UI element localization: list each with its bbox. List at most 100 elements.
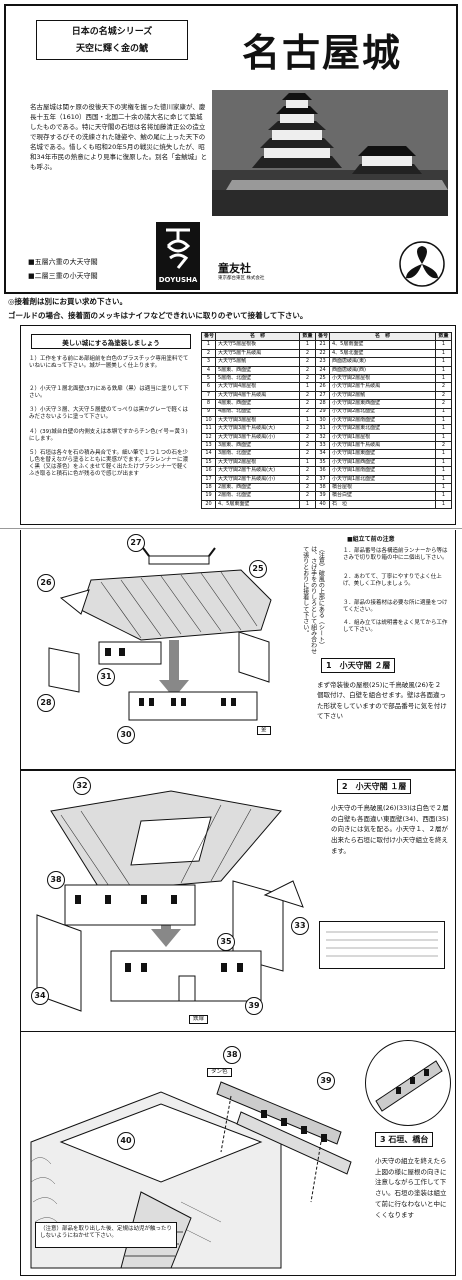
table-cell: 小天守閣2層千鳥破風 [329, 382, 436, 392]
part-label: 38 [223, 1046, 241, 1064]
table-cell: 2 [299, 390, 316, 401]
table-cell: 6 [201, 382, 216, 392]
header-panel: 日本の名城シリーズ 天空に輝く金の鯱 名古屋城 名古屋城は [4, 4, 458, 294]
step2-panel: 32 38 33 35 34 39 鉄扉 2 小天守閣 １層 小天守の千鳥破風(… [20, 770, 456, 1032]
step-number: 1 [326, 661, 332, 670]
table-cell: 18 [201, 483, 216, 493]
parts-table-column-header: 名 称 [329, 331, 436, 342]
table-cell: 1 [435, 432, 452, 443]
table-cell: 小天守閣2層屋根 [329, 373, 436, 384]
table-cell: 大天守5層千鳥破風 [215, 348, 300, 359]
table-cell: 27 [315, 390, 330, 401]
table-cell: 2 [299, 466, 316, 476]
step1-panel: 27 25 26 31 28 30 金 （注意）破風の上部にある（シート）は、さ… [20, 530, 456, 770]
table-cell: 5 [201, 373, 216, 384]
table-cell: 2 [299, 348, 316, 359]
table-cell: 小天守閣2層北面壁 [329, 407, 436, 417]
table-cell: 小天守閣1層千鳥破風 [329, 441, 436, 451]
paint-title-box: 美しい城にする為塗装しましょう [31, 334, 191, 349]
table-cell: 5層南、北面壁 [215, 373, 300, 384]
paint-item: ２）小天守１層北面壁(37)にある鉄扉（黒）は適当に塗りして下さい。 [29, 386, 189, 400]
part-label: 32 [73, 777, 91, 795]
table-cell: 大天守閣2層千鳥破風(小) [215, 474, 300, 485]
table-cell: 33 [315, 441, 330, 451]
precaution-item: ３．部品の接着材は必要な所に適量をつけてください。 [343, 600, 448, 614]
table-cell: 12 [201, 432, 216, 443]
step-label: 小天守閣 １層 [355, 782, 407, 791]
table-cell: 2 [299, 432, 316, 443]
table-cell: 2 [201, 348, 216, 359]
part-label: 33 [291, 917, 309, 935]
table-cell: 1 [299, 457, 316, 468]
company-name: 童友社 [218, 262, 251, 275]
table-cell: 1 [435, 424, 452, 434]
castle-name: 名古屋城 [242, 30, 403, 75]
gold-label: 金 [257, 726, 271, 736]
step3-panel: 40 38 39 タン色 3 石垣、橋台 小天守の組立を終えたら上図の様に屋根の… [20, 1032, 456, 1276]
table-cell: 2 [299, 491, 316, 501]
table-cell: 31 [315, 424, 330, 434]
detail-zoom-icon [375, 1060, 443, 1112]
table-cell: 橋台屋根 [329, 483, 436, 493]
part-label: 28 [37, 694, 55, 712]
part-label: 40 [117, 1132, 135, 1150]
precaution-item: １．部品番号は各構造前ランナーから等はさみで切り取り箱の中に二個出し下さい。 [343, 548, 448, 562]
table-cell: 11 [201, 424, 216, 434]
table-cell: 小天守閣1層屋根 [329, 432, 436, 443]
table-cell: 13 [201, 441, 216, 451]
logo-text: DOYUSHA [158, 276, 198, 284]
table-cell: 2 [299, 407, 316, 417]
step1-title: 1 小天守閣 ２層 [321, 658, 396, 673]
table-cell: 4、5層南面壁 [329, 340, 436, 350]
table-cell: 大天守閣2層千鳥破風(大) [215, 466, 300, 476]
series-title-box: 日本の名城シリーズ 天空に輝く金の鯱 [36, 20, 188, 60]
table-cell: 小天守閣2層東北面壁 [329, 424, 436, 434]
table-cell: 1 [435, 373, 452, 384]
part-label: 38 [47, 871, 65, 889]
table-cell: 22 [315, 348, 330, 359]
table-cell: 大天守閣3層千鳥破風(大) [215, 424, 300, 434]
table-cell: 2 [299, 441, 316, 451]
parts-table-column-header: 数量 [435, 331, 452, 342]
table-cell: 5層東、西面壁 [215, 365, 300, 375]
table-cell: 1 [299, 382, 316, 392]
table-cell: 16 [201, 466, 216, 476]
precaution-item: ２．あわてて、丁寧にやすりでよく仕上げ、美しく工作しましょう。 [343, 574, 442, 588]
parts-table-header: 番号名 称数量番号名 称数量 [201, 331, 452, 342]
legend-label: 五層六重の大天守閣 [34, 258, 98, 266]
table-cell: 4、5層北面壁 [329, 348, 436, 359]
table-cell: 大天守5層鯱 [215, 357, 300, 367]
parts-panel: 美しい城にする為塗装しましょう １）工作をする前にあ部組前を白色のプラスチック専… [20, 325, 456, 525]
table-cell: 大天守5層屋根板 [215, 340, 300, 350]
table-cell: 1 [435, 348, 452, 359]
table-cell: 40 [315, 499, 330, 510]
caution-footer-box: （注意）部品を取り出した後、定規は幼児が触ったりしないようにねかせて下さい。 [35, 1222, 177, 1248]
table-cell: 1 [299, 415, 316, 426]
step1-text: まず帝装後の屋根(25)に千鳥破風(26)を２個取付け、白壁を組合せます。壁は各… [317, 681, 447, 721]
doyusha-logo: DOYUSHA [156, 222, 200, 290]
step-number: 2 [342, 782, 348, 791]
part-label: 27 [127, 534, 145, 552]
table-cell: 9 [201, 407, 216, 417]
table-cell: 1 [435, 491, 452, 501]
table-cell: 2層東、西面壁 [215, 483, 300, 493]
table-cell: 1 [435, 499, 452, 510]
step-label: 小天守閣 ２層 [339, 661, 391, 670]
part-label: 39 [245, 997, 263, 1015]
table-cell: 28 [315, 399, 330, 409]
part-label: 30 [117, 726, 135, 744]
table-cell: 2 [299, 483, 316, 493]
part-label: 31 [97, 668, 115, 686]
table-cell: 4層南、北面壁 [215, 407, 300, 417]
